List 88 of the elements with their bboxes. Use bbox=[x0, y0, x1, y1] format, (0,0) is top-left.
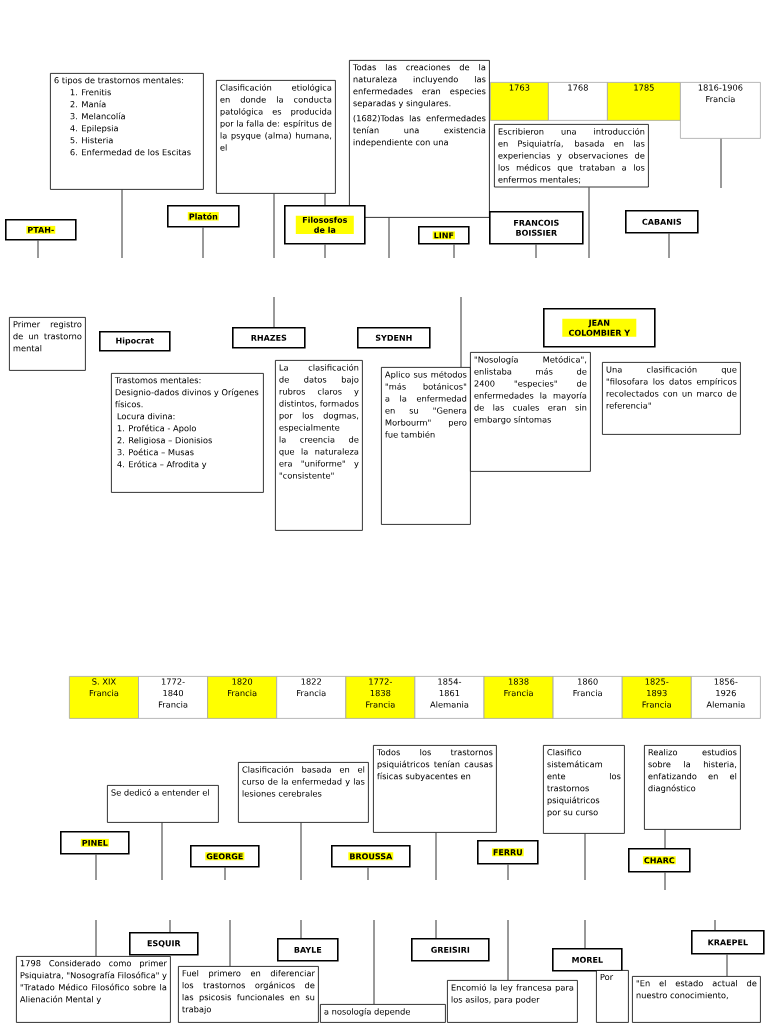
connector-line bbox=[324, 244, 326, 259]
name-box: RHAZES bbox=[232, 327, 306, 349]
name-box: FERRU bbox=[477, 840, 539, 865]
connector-line bbox=[300, 822, 302, 881]
connector-line bbox=[388, 217, 390, 259]
connector-line bbox=[95, 854, 97, 881]
connector-line bbox=[224, 867, 226, 881]
text-box: Realizo estudios sobre la histeria, enfatizando en el diagnóstico bbox=[644, 745, 741, 830]
connector-line bbox=[273, 296, 275, 328]
text-box: Encomió la ley francesa para los asilos, para poder bbox=[447, 980, 578, 1023]
connector-line bbox=[229, 919, 231, 967]
name-box: JEAN COLOMBIER Y bbox=[543, 308, 656, 348]
name-box: PTAH- bbox=[5, 219, 77, 241]
text-box: Primer registro de un trastorno mental bbox=[9, 317, 86, 371]
name-box: ESQUIR bbox=[129, 932, 199, 956]
connector-line bbox=[95, 919, 97, 957]
connector-line bbox=[720, 138, 722, 189]
timeline-cell: 1763 bbox=[490, 82, 549, 121]
text-box: Clasifico sistemáticam ente los trastornos psiquiátricos por su curso bbox=[543, 745, 625, 834]
connector-line bbox=[300, 919, 302, 939]
connector-line bbox=[588, 187, 590, 259]
connector-line bbox=[726, 954, 728, 977]
text-box: Por bbox=[596, 970, 629, 1023]
timeline-cell: 1825- 1893 Francia bbox=[621, 676, 692, 719]
text-box: Trastomos mentales: Designio-dados divinos y Orígenes físicos. Locura divina: 1. Profética - Apolo 2. Religiosa – Dionisios 3. Poética – Musas 4. Erótica – Afrodita y bbox=[111, 373, 264, 493]
timeline-cell: 1854- 1861 Alemania bbox=[414, 676, 485, 719]
text-box: Escribieron una introducción en Psiquiatría, basada en las experiencias y observaciones de los médicos que trataban a los enfermos mentales; bbox=[494, 124, 649, 188]
timeline-cell: 1768 bbox=[548, 82, 608, 121]
connector-line bbox=[161, 822, 163, 881]
connector-line bbox=[453, 244, 455, 259]
connector-line bbox=[664, 829, 666, 849]
timeline-cell: 1772- 1838 Francia bbox=[345, 676, 416, 719]
text-box: La clasificación de datos bajo rubros claros y distintos, formados por los dogmas, especialmente la creencia de que la naturaleza era "uniforme" y "consistente" bbox=[275, 360, 363, 531]
name-box: GREISIRI bbox=[411, 938, 490, 962]
connector-line bbox=[664, 872, 666, 891]
text-box: Clasificación etiológica en donde la conducta patológica es producida por la falla de: espíritus de la psyque (alma) humana, el bbox=[216, 80, 336, 194]
name-box: CHARC bbox=[628, 848, 691, 873]
timeline-cell: 1856- 1926 Alemania bbox=[690, 676, 761, 719]
connector-line bbox=[507, 919, 509, 981]
connector-line bbox=[373, 919, 375, 1005]
text-box: Se dedicó a entender el bbox=[107, 785, 219, 823]
text-box: a nosología depende bbox=[320, 1004, 446, 1023]
text-box: 6 tipos de trastornos mentales: 1. Frenitis 2. Manía 3. Melancolía 4. Epilepsia 5. Histeria 6. Enfermedad de los Escitas bbox=[50, 73, 204, 190]
name-box: Hipocrat bbox=[99, 331, 171, 352]
text-box: Aplico sus métodos "más botánicos" a la enfermedad en su "Genera Morbourm" pero fue también bbox=[381, 367, 471, 525]
name-box: BROUSSA bbox=[331, 845, 411, 868]
connector-line bbox=[202, 227, 204, 259]
connector-line bbox=[324, 193, 326, 206]
connector-line bbox=[584, 919, 586, 949]
timeline-cell: S. XIX Francia bbox=[69, 676, 139, 719]
connector-line bbox=[367, 867, 369, 881]
timeline-cell: 1860 Francia bbox=[552, 676, 623, 719]
text-box: "Nosología Metódica", enlistaba más de 2400 "especies" de enfermedades la mayoría de las cuales eran sin embargo síntomas bbox=[470, 352, 591, 472]
connector-line bbox=[584, 833, 586, 881]
name-box: BAYLE bbox=[277, 938, 339, 962]
name-box: Filososfos de la bbox=[284, 205, 366, 245]
name-box: CABANIS bbox=[625, 210, 699, 234]
connector-line bbox=[273, 193, 275, 259]
text-box: Fuel primero en diferenciar los trastornos orgánicos de las psicosis funcionales en su trabajo bbox=[178, 966, 319, 1023]
text-box: Todos los trastornos psiquiátricos tenían causas físicas subyacentes en bbox=[373, 745, 497, 833]
connector-line bbox=[169, 919, 171, 933]
text-box: "En el estado actual de nuestro conocimiento, bbox=[632, 976, 761, 1023]
timeline-cell: 1820 Francia bbox=[207, 676, 278, 719]
timeline-cell: 1816-1906 Francia bbox=[680, 82, 761, 139]
name-box: LINF bbox=[418, 226, 470, 245]
name-box: Platón bbox=[167, 205, 240, 228]
name-box: MOREL bbox=[552, 948, 623, 972]
connector-line bbox=[714, 919, 716, 931]
text-box: Clasificación basada en el curso de la enfermedad y las lesiones cerebrales bbox=[238, 762, 369, 823]
text-box: Una clasificación que "filosofara los datos empíricos recolectados con un marco de referencia" bbox=[602, 362, 741, 435]
timeline-cell: 1772- 1840 Francia bbox=[138, 676, 208, 719]
connector-line bbox=[37, 240, 39, 259]
timeline-cell: 1785 bbox=[607, 82, 681, 121]
connector-line bbox=[668, 233, 670, 259]
name-box: FRANCOIS BOISSIER bbox=[489, 211, 584, 245]
timeline-cell: 1838 Francia bbox=[483, 676, 554, 719]
connector-line bbox=[535, 244, 537, 259]
name-box: PINEL bbox=[60, 831, 130, 855]
connector-line bbox=[460, 296, 462, 368]
name-box: SYDENH bbox=[357, 327, 431, 349]
name-box: KRAEPEL bbox=[691, 930, 765, 955]
timeline-cell: 1822 Francia bbox=[276, 676, 347, 719]
connector-line bbox=[435, 832, 437, 881]
text-box: Todas las creaciones de la naturaleza incluyendo las enfermedades eran especies separadas y singulares. (1682)Todas las enfermedades tenían una existencia independiente con una bbox=[349, 60, 490, 218]
connector-line bbox=[435, 919, 437, 939]
connector-line bbox=[507, 864, 509, 881]
name-box: GEORGE bbox=[190, 845, 260, 868]
connector-line bbox=[121, 189, 123, 259]
